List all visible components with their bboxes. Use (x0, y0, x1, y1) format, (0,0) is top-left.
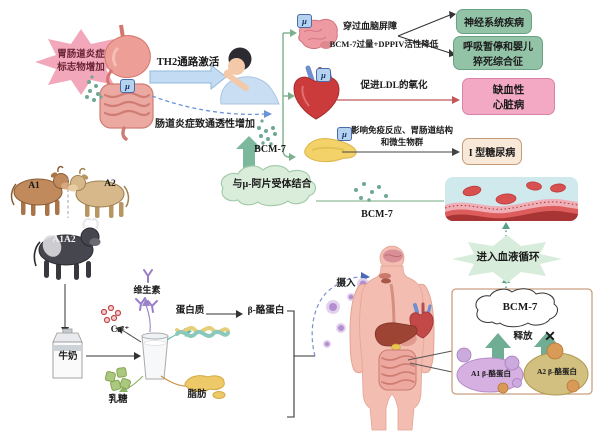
inflammation-alert-line1: 胃肠道炎症 (57, 50, 105, 60)
permeability-arrow (151, 95, 272, 118)
blood-vessel-icon (445, 177, 578, 221)
ischemic-label-line1: 缺血性 (492, 84, 525, 96)
mu-receptor-badge-pancreas: μ (337, 127, 352, 141)
permeability-label: 肠道炎症致通透性增加 (155, 119, 255, 130)
lactose-arrowhead (119, 385, 128, 392)
inflammation-alert-line2: 标志物增加 (57, 63, 105, 73)
apnea-label-line2: 猝死综合征 (473, 57, 523, 68)
bull-a1a2-icon (33, 217, 101, 280)
milk-to-glass-arrowhead (134, 352, 141, 360)
calcium-label: Ca²⁺ (110, 324, 130, 334)
cow-a1-icon (10, 165, 71, 216)
protein-label: 蛋白质 (175, 306, 205, 316)
bcm7-dots-middle (257, 119, 277, 146)
vitamin-icons (135, 269, 158, 313)
fork-arrowhead-1 (449, 11, 456, 19)
receptor-cloud (220, 165, 317, 207)
bcm7-dots-gut (85, 75, 103, 102)
ischemic-heart-box: 缺血性 心脏病 (462, 78, 555, 115)
cow-a1-label: A1 (28, 181, 40, 191)
bcm7-up-arrow (236, 136, 262, 168)
release-label: 释放 (513, 332, 533, 342)
bull-a1a2-label: A1A2 (52, 235, 76, 245)
pancreas-arrowhead (452, 148, 460, 156)
casein-particles (456, 342, 580, 394)
neuro-disease-label: 神经系统疾病 (464, 18, 524, 29)
vitamins-label: 维生素 (133, 285, 161, 295)
ldl-arrowhead (452, 96, 460, 104)
th2-arrow (149, 63, 227, 91)
bcm7-vessel-label: BCM-7 (361, 209, 393, 220)
a1-casein-label: A1 β-酪蛋白 (471, 369, 511, 378)
calcium-icons (100, 304, 122, 324)
circulation-burst-icon (452, 235, 562, 283)
branch-arrowhead-brain (290, 29, 297, 37)
pancreas-icon (304, 138, 357, 163)
neuro-disease-box: 神经系统疾病 (456, 9, 532, 34)
bcm7-cloud (475, 288, 558, 328)
apnea-label-line1: 呼吸暂停和婴儿 (463, 42, 533, 53)
cow-a2-icon (68, 167, 130, 218)
fat-icon (184, 375, 226, 399)
branch-arrowhead-heart (288, 92, 295, 100)
lactose-label: 乳糖 (108, 395, 128, 405)
fat-label: 脂肪 (187, 390, 207, 400)
ischemic-label-line2: 心脏病 (492, 99, 525, 111)
bcm7-dots-vessel (354, 182, 388, 202)
intestine-callout-lines (407, 350, 453, 373)
branch-arrowhead-pancreas (289, 153, 296, 161)
beta-casein-label: β-酪蛋白 (247, 306, 285, 316)
lactose-icons (104, 367, 132, 391)
cow-a2-label: A2 (104, 179, 116, 189)
gut-icon (99, 24, 154, 141)
pancreas-effect-line1: 影响免疫反应、胃肠道结构 (350, 125, 453, 135)
vitamin-arrowhead (142, 298, 150, 306)
bcm7-excess-label: BCM-7过量+DPPIV活性降低 (329, 39, 439, 49)
protein-to-casein-arrowhead (236, 310, 243, 318)
milk-glass-icon (141, 332, 169, 380)
enter-circulation-label: 进入血液循环 (476, 252, 540, 263)
bcm7-box-label: BCM-7 (502, 301, 538, 313)
protein-helix-icon (175, 326, 230, 338)
mu-receptor-badge-brain: μ (297, 14, 312, 28)
cross-bbb-label: 穿过血脑屏障 (342, 21, 397, 31)
type1-diabetes-box: I 型糖尿病 (462, 138, 522, 165)
milk-label: 牛奶 (58, 352, 78, 362)
inflammation-burst-icon (35, 29, 127, 95)
mu-receptor-badge-gut: μ (120, 79, 135, 93)
mu-receptor-badge-heart: μ (316, 68, 331, 82)
th2-pathway-label: TH2通路激活 (156, 57, 220, 68)
brain-fork-lines (397, 14, 451, 54)
human-body-icon (349, 245, 435, 431)
coughing-person-icon (220, 47, 280, 105)
milk-carton-icon (52, 328, 83, 379)
pancreas-effect-line2: 和微生物群 (380, 137, 424, 147)
components-bracket (287, 310, 315, 418)
a2-casein-label: A2 β-酪蛋白 (537, 367, 577, 376)
apnea-sids-box: 呼吸暂停和婴儿 猝死综合征 (453, 36, 543, 70)
receptor-binding-label: 与μ-阿片受体结合 (232, 179, 312, 190)
blocked-x-mark: ✕ (544, 330, 556, 345)
bcm7-mid-label: BCM-7 (254, 144, 286, 155)
ldl-oxidation-label: 促进LDL的氧化 (360, 81, 428, 91)
ingestion-label: 摄入 (336, 279, 356, 289)
diabetes-label: I 型糖尿病 (468, 148, 516, 159)
calcium-arrowhead (115, 326, 123, 334)
ingestion-path (311, 276, 362, 357)
organ-branch-line (282, 32, 290, 158)
